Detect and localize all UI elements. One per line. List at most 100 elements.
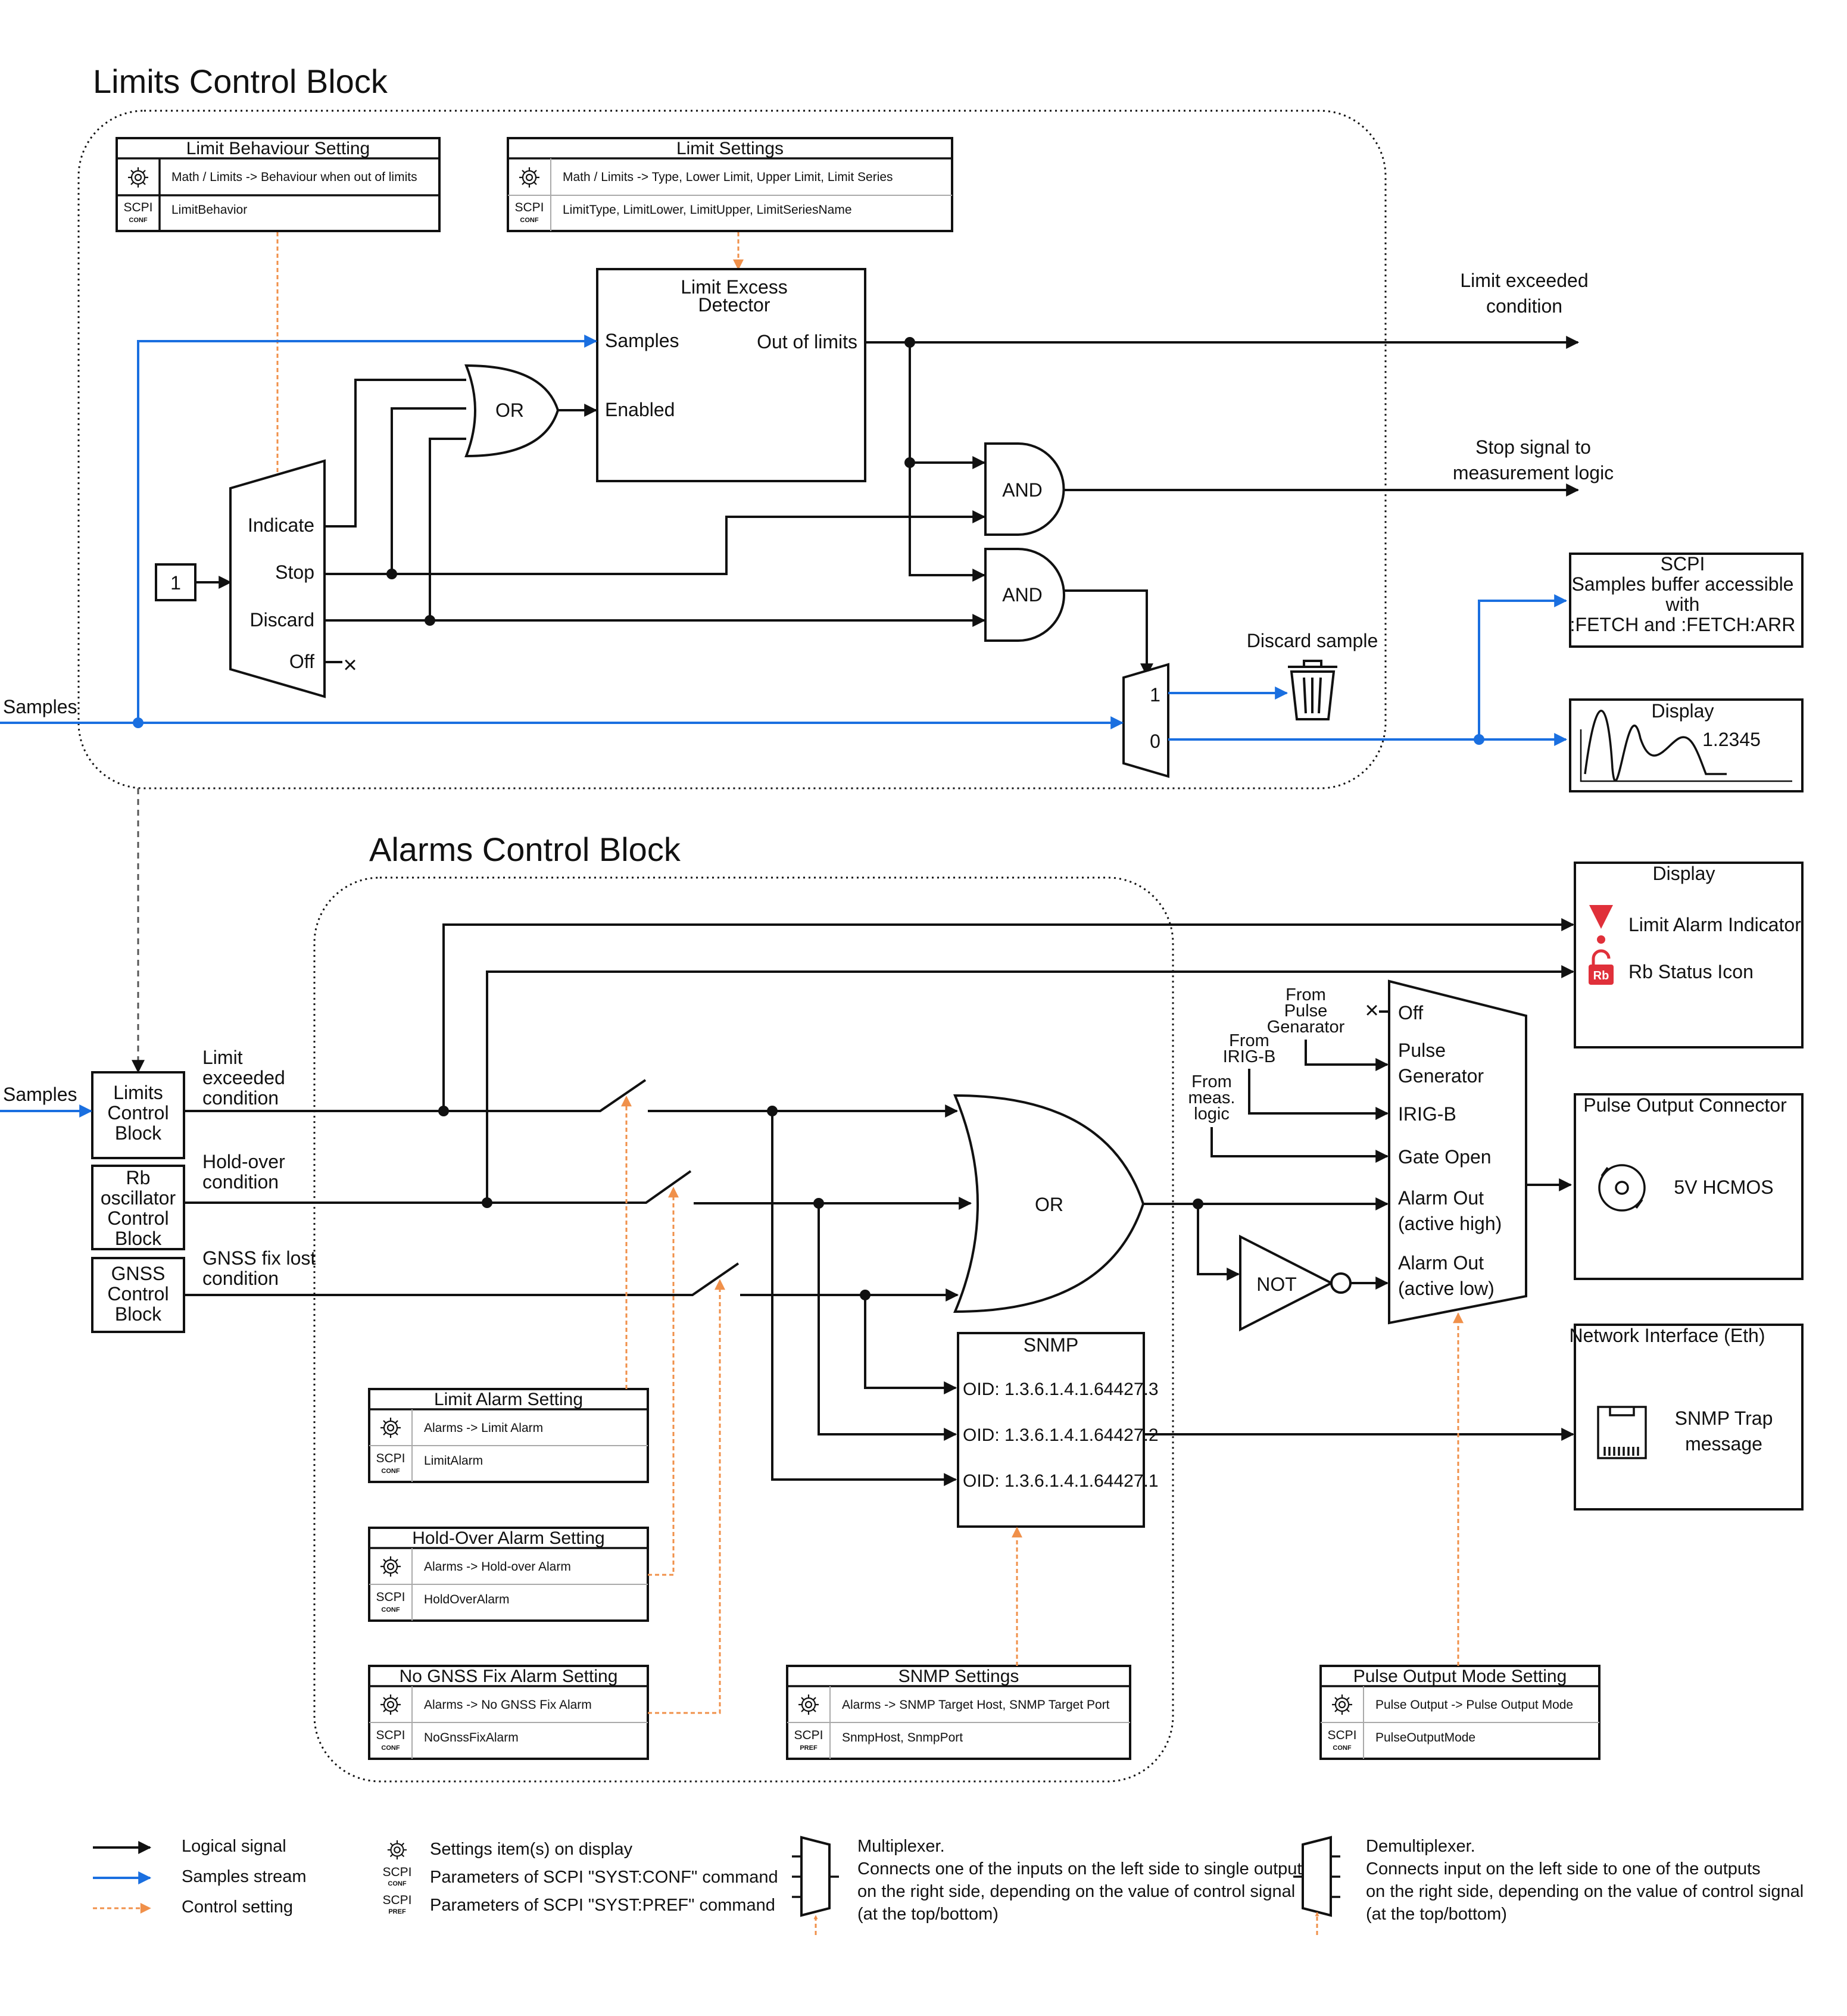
limit-alarm-panel[interactable]: Limit Alarm Setting Alarms -> Limit Alar… (368, 1388, 649, 1483)
alarms-block-title: Alarms Control Block (369, 831, 681, 868)
block-line: Limits (113, 1082, 163, 1103)
from-label: logic (1194, 1104, 1230, 1124)
ethernet-port-icon (1597, 1406, 1647, 1459)
pulse-output-connector: Pulse Output Connector 5V HCMOS (1574, 1093, 1804, 1280)
display-title: Display (1652, 700, 1714, 722)
scpi-conf-icon-top: SCPI (514, 201, 544, 214)
not-gate-label: NOT (1256, 1274, 1297, 1295)
or-to-not (1197, 1204, 1240, 1281)
not-bubble (1330, 1272, 1352, 1294)
legend-mux-desc: (at the top/bottom) (857, 1905, 999, 1924)
panel-scpi-params: LimitAlarm (424, 1454, 483, 1468)
out-limits-to-and1 (909, 342, 986, 469)
legend-control-label: Control setting (182, 1898, 293, 1917)
gnss-alarm-panel[interactable]: No GNSS Fix Alarm Setting Alarms -> No G… (368, 1665, 649, 1760)
panel-title: No GNSS Fix Alarm Setting (400, 1667, 618, 1686)
legend-samples-label: Samples stream (182, 1867, 307, 1886)
display-title: Display (1653, 863, 1715, 884)
stop-wire (325, 510, 986, 575)
detector-title-1: Limit Excess (681, 276, 788, 298)
pulse-output-mode-panel[interactable]: Pulse Output Mode Setting Pulse Output -… (1319, 1665, 1600, 1760)
from-label: From (1229, 1031, 1269, 1050)
bnc-connector-icon (1598, 1164, 1646, 1212)
from-label: meas. (1188, 1088, 1236, 1107)
network-line-1: SNMP Trap (1675, 1408, 1773, 1429)
pulse-output-mux: Off Pulse Generator IRIG-B Gate Open Ala… (1388, 979, 1527, 1325)
panel-scpi-params: NoGnssFixAlarm (424, 1731, 519, 1745)
exclamation-icon (1589, 905, 1613, 944)
mux-in-indicate: Indicate (248, 514, 314, 536)
alarms-block-region (313, 876, 1174, 1783)
snmp-oid: OID: 1.3.6.1.4.1.64427.1 (963, 1471, 1159, 1491)
legend-mux-title: Multiplexer. (857, 1837, 945, 1856)
snmp-settings-panel[interactable]: SNMP Settings Alarms -> SNMP Target Host… (786, 1665, 1131, 1760)
mux-in-off: Off (289, 651, 314, 672)
rb-control-block: Rb oscillator Control Block (91, 1165, 185, 1250)
and-gate-label: AND (1002, 479, 1043, 501)
legend-demux-desc: (at the top/bottom) (1366, 1905, 1507, 1924)
legend-scpi-pref-label: Parameters of SCPI "SYST:PREF" command (430, 1896, 775, 1915)
network-interface-box: Network Interface (Eth) SNMP Trap messag… (1570, 1324, 1804, 1511)
or-gate-label: OR (495, 400, 524, 421)
scpi-line-1: SCPI (1661, 553, 1705, 575)
scpi-conf-icon-top: SCPI (1327, 1728, 1356, 1742)
limit-behaviour-panel[interactable]: Limit Behaviour Setting Math / Limits ->… (116, 137, 441, 232)
scpi-conf-icon-top: SCPI (376, 1590, 405, 1604)
cond-label: condition (202, 1268, 279, 1289)
samples-to-detector (137, 335, 598, 723)
panel-scpi-params: LimitBehavior (171, 203, 247, 217)
gnss-to-oid3 (864, 1295, 957, 1394)
scpi-line-3: with (1665, 594, 1700, 615)
holdover-alarm-panel[interactable]: Hold-Over Alarm Setting Alarms -> Hold-o… (368, 1527, 649, 1622)
gear-icon (386, 1839, 408, 1861)
discard-wire-or (429, 438, 466, 620)
holdover-cond-wire (184, 1170, 692, 1204)
and-gate-discard (984, 548, 1065, 642)
stop-wire-or (391, 407, 466, 574)
cond-label: Limit (202, 1047, 243, 1068)
discard-sample-label: Discard sample (1247, 630, 1378, 651)
panel-display-path: Alarms -> Hold-over Alarm (424, 1560, 571, 1574)
rb-badge: Rb (1593, 969, 1609, 982)
scpi-samples-box: SCPI Samples buffer accessible with :FET… (1569, 553, 1804, 648)
scpi-pref-icon-top: SCPI (794, 1728, 823, 1742)
junction-dot (386, 569, 397, 579)
samples-input-label: Samples (3, 1084, 77, 1105)
display-axes (1580, 729, 1792, 782)
cond-label: exceeded (202, 1067, 285, 1088)
connector-title: Pulse Output Connector (1583, 1094, 1787, 1116)
network-line-2: message (1685, 1433, 1762, 1455)
samples-to-scpi (1478, 594, 1568, 739)
block-line: Control (107, 1207, 169, 1229)
block-line: Control (107, 1283, 169, 1305)
legend-demux-title: Demultiplexer. (1366, 1837, 1475, 1856)
pmux-gate-open: Gate Open (1398, 1146, 1492, 1168)
not-gate (1239, 1234, 1334, 1332)
network-title: Network Interface (Eth) (1570, 1325, 1765, 1346)
block-line: Block (115, 1122, 162, 1144)
panel-title: SNMP Settings (898, 1667, 1019, 1686)
block-line: Block (115, 1303, 162, 1325)
samples-demux (1122, 663, 1169, 778)
legend-scpi-pref-top: SCPI (382, 1893, 411, 1907)
from-label: From (1191, 1072, 1232, 1091)
panel-title: Limit Settings (676, 139, 784, 158)
demux-sel-0: 0 (1150, 731, 1160, 752)
panel-scpi-params: LimitType, LimitLower, LimitUpper, Limit… (563, 203, 852, 217)
legend-mux-icon (792, 1836, 839, 1935)
gnss-control-block: GNSS Control Block (91, 1257, 185, 1333)
cond-label: GNSS fix lost (202, 1247, 316, 1269)
snmp-title: SNMP (1024, 1334, 1078, 1356)
panel-title: Pulse Output Mode Setting (1353, 1667, 1567, 1686)
holdover-to-oid2 (818, 1203, 957, 1441)
junction-dot (425, 615, 435, 626)
pmux-alarm-low: Alarm Out (1398, 1252, 1484, 1274)
panel-display-path: Alarms -> No GNSS Fix Alarm (424, 1698, 592, 1712)
limit-settings-panel[interactable]: Limit Settings Math / Limits -> Type, Lo… (507, 137, 953, 232)
limit-excess-detector: Limit Excess Detector Samples Enabled Ou… (596, 268, 866, 482)
from-label: Pulse (1284, 1001, 1328, 1021)
meas-wire (1210, 1127, 1389, 1163)
limit-indicator-label: Limit Alarm Indicator (1628, 914, 1801, 935)
and-gate-stop (984, 442, 1065, 536)
demux-sel-1: 1 (1150, 684, 1160, 706)
